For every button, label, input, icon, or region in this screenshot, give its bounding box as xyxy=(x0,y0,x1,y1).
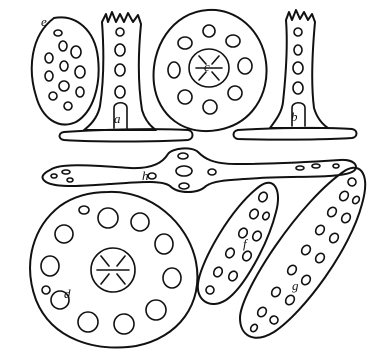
figure-c-rosette-plate: c xyxy=(154,10,267,131)
label-d: d xyxy=(64,286,71,301)
label-a: a xyxy=(114,111,121,126)
label-f: f xyxy=(243,236,249,251)
figure-d-rosette-plate: d xyxy=(30,192,197,348)
figure-f-perforated-plate: f xyxy=(198,183,278,304)
figure-e-perforated-plate: e xyxy=(32,14,99,124)
label-b: b xyxy=(291,109,298,124)
label-g: g xyxy=(292,278,299,293)
figure-g-perforated-plate: g xyxy=(240,168,365,338)
figure-h-rod-spicule: h xyxy=(43,148,356,192)
label-e: e xyxy=(41,14,47,29)
label-c: c xyxy=(204,59,210,74)
figure-a-pillar-spicule: a xyxy=(60,12,193,142)
label-h: h xyxy=(142,168,149,183)
